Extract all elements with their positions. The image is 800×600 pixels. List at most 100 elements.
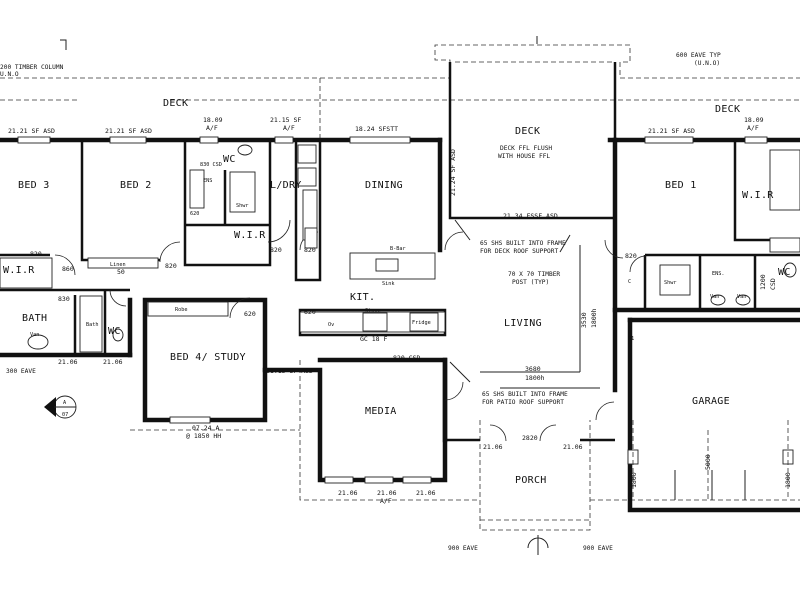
dim-2134: 21.34 FSSF ASD [503, 212, 558, 220]
dim-1800c: 1800 [630, 472, 638, 488]
section-number: 07 [62, 412, 68, 418]
room-bed2: BED 2 [120, 180, 152, 191]
note-eave-typ: 600 EAVE TYP [676, 52, 721, 59]
room-deck-left: DECK [163, 98, 188, 109]
dim-1809-a: 18.09 [203, 116, 223, 124]
dim-2115-a: 21.15 SF [270, 116, 301, 124]
dimensions: 21.21 SF ASD 21.21 SF ASD 18.09 A/F 21.1… [8, 116, 792, 505]
note-shs-patio-2: FOR PATIO ROOF SUPPORT [482, 399, 564, 406]
dim-gc: GC 18 F [360, 335, 387, 343]
dim-820a: 820 [270, 246, 282, 254]
dim-2106g: 21.06 [563, 443, 583, 451]
dim-820b: 820 [304, 246, 316, 254]
dim-2124: 21.24 SF ASD [449, 149, 457, 196]
note-timber-post-2: POST (TYP) [512, 279, 549, 286]
walls [0, 62, 800, 513]
note-linen: Linen [110, 262, 126, 268]
dim-2115-b: 21.15 SF ASD [266, 367, 313, 375]
dim-820d: 820 [165, 262, 177, 270]
dim-1800a: 1800h [590, 308, 598, 328]
room-garage: GARAGE [692, 396, 730, 407]
note-stove: Stove [365, 308, 381, 314]
dim-2106b: 21.06 [103, 358, 123, 366]
dim-2115-a2: A/F [283, 124, 295, 132]
dim-1824: 18.24 SFSTT [355, 125, 398, 133]
dim-2106f: 21.06 [483, 443, 503, 451]
note-timber-post-1: 70 X 70 TIMBER [508, 271, 560, 278]
note-shwr-right: Shwr [664, 280, 677, 286]
room-labels: DECK DECK DECK BED 3 BED 2 WC ENS W.I.R … [3, 98, 791, 486]
note-van-right-1: Van [710, 294, 719, 300]
room-wir-far-left: W.I.R [3, 265, 35, 276]
dim-1800d: 1800 [784, 472, 792, 488]
note-bbar: B-Bar [390, 246, 406, 252]
dim-1809-b: 18.09 [744, 116, 764, 124]
dim-1809-b2: A/F [747, 124, 759, 132]
note-sink: Sink [382, 281, 395, 287]
room-porch: PORCH [515, 475, 547, 486]
note-deck-flush-2: WITH HOUSE FFL [498, 153, 550, 160]
room-ldry: L/DRY [270, 180, 302, 191]
dimension-lines [480, 245, 600, 389]
note-m1: M1 [628, 336, 634, 342]
room-wir-left: W.I.R [234, 230, 266, 241]
dim-2106a: 21.06 [58, 358, 78, 366]
room-dining: DINING [365, 180, 403, 191]
dim-0724: 07.24 A [192, 424, 219, 432]
dim-860: 860 [62, 265, 74, 273]
entry-marker [527, 535, 549, 555]
note-shs-deck-2: FOR DECK ROOF SUPPORT [480, 248, 559, 255]
dim-2121-a: 21.21 SF ASD [8, 127, 55, 135]
dim-2820: 2820 [522, 434, 538, 442]
room-wc-right: WC [778, 267, 791, 278]
note-robe: Robe [175, 307, 188, 313]
dim-1800b: 1800h [525, 374, 545, 382]
dim-50: 50 [117, 268, 125, 276]
section-marker: A 07 [44, 395, 77, 419]
garage-piers [627, 420, 794, 500]
note-c: C [628, 279, 631, 285]
dim-2106c: 21.06 [338, 489, 358, 497]
room-living: LIVING [504, 318, 542, 329]
notes: 200 TIMBER COLUMN U.N.O 600 EAVE TYP (U.… [0, 52, 746, 552]
dim-1200: 1200 [759, 274, 767, 290]
dim-620c: 620 [304, 308, 316, 316]
eave-lines [0, 44, 800, 531]
dim-5000: 5000 [704, 454, 712, 470]
dim-1850: @ 1850 HH [186, 432, 221, 440]
section-letter: A [63, 400, 67, 406]
note-fridge: Fridge [412, 320, 431, 326]
room-bed1: BED 1 [665, 180, 697, 191]
dim-csd-right: CSD [769, 278, 777, 290]
room-deck-center: DECK [515, 126, 540, 137]
dim-820e: 820 [625, 252, 637, 260]
note-eave-900a: 900 EAVE [448, 545, 478, 552]
dim-3530: 3530 [580, 312, 588, 328]
note-van-right-2: Van [737, 294, 746, 300]
dim-820c: 820 [30, 250, 42, 258]
note-deck-flush-1: DECK FFL FLUSH [500, 145, 552, 152]
note-shs-deck-1: 65 SHS BUILT INTO FRAME [480, 240, 566, 247]
note-timber-column: 200 TIMBER COLUMN [0, 64, 64, 71]
dim-620a: 620 [190, 211, 199, 217]
room-ens-left: ENS [203, 178, 212, 184]
room-bed4: BED 4/ STUDY [170, 352, 246, 363]
dim-620b: 620 [244, 310, 256, 318]
dim-830b: 830 [58, 295, 70, 303]
dim-830: 830 CSD [200, 162, 222, 168]
note-eave-sub: (U.N.O) [694, 60, 720, 67]
note-shwr-left: Shwr [236, 203, 249, 209]
dim-820csd: 820 CSD [393, 354, 420, 362]
window-frames [17, 136, 768, 484]
note-shs-patio-1: 65 SHS BUILT INTO FRAME [482, 391, 568, 398]
room-kit: KIT. [350, 292, 375, 303]
note-ov: Ov [328, 322, 334, 328]
room-wc-mid: WC [108, 326, 121, 337]
dim-af: A/F [380, 497, 392, 505]
dim-2121-b: 21.21 SF ASD [105, 127, 152, 135]
callout-leaders [449, 219, 571, 383]
dim-1809-a2: A/F [206, 124, 218, 132]
room-wc-top: WC [223, 154, 236, 165]
room-wir-right: W.I.R [742, 190, 774, 201]
